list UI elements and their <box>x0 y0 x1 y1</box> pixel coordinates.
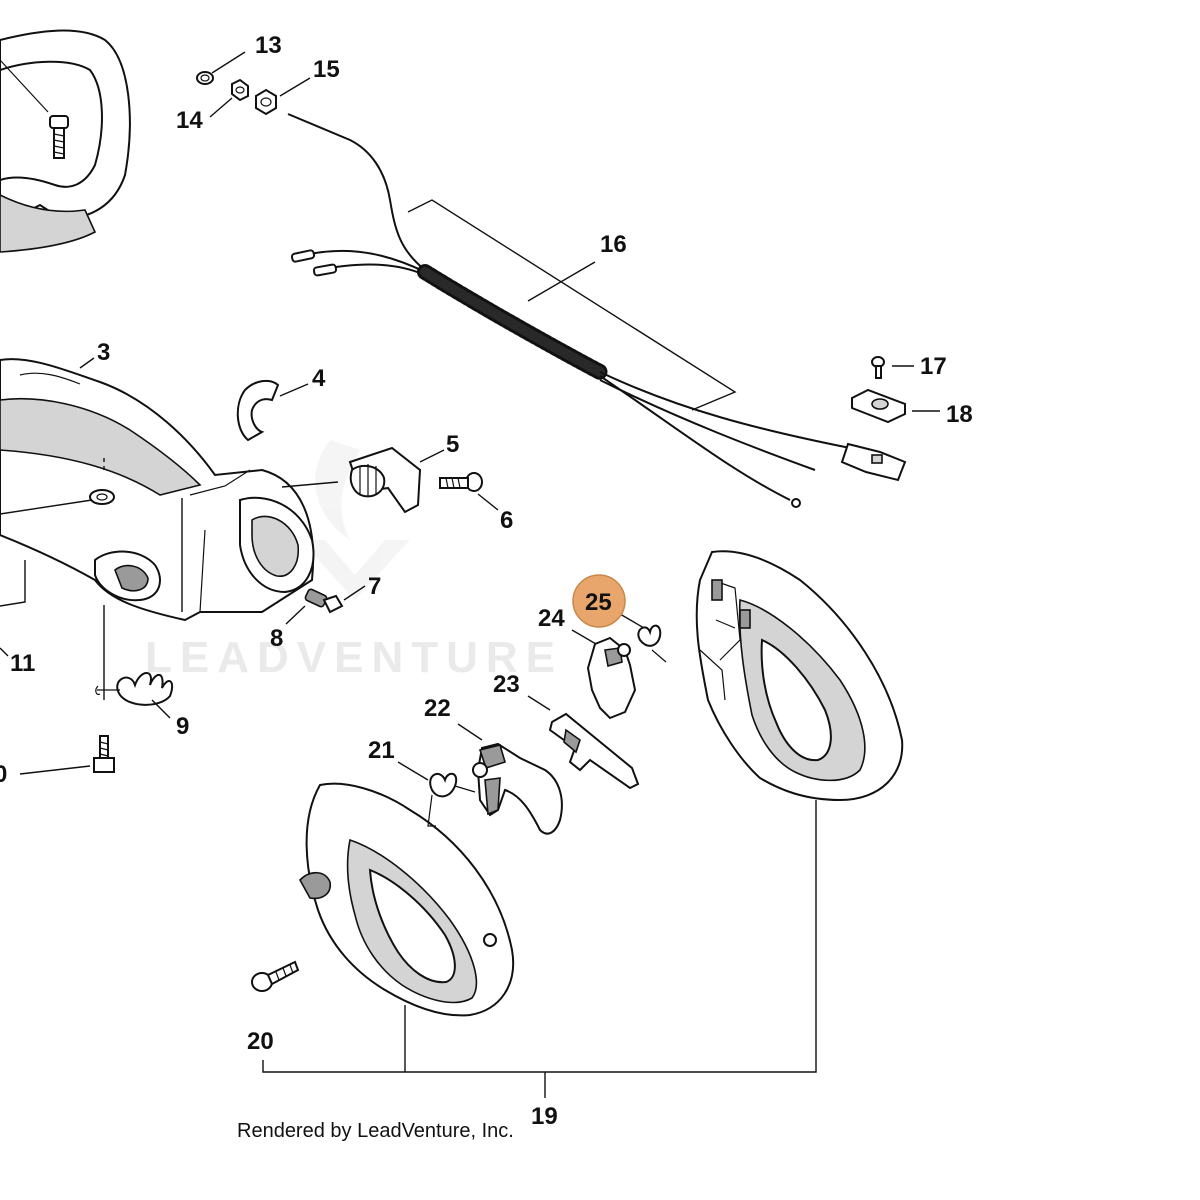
callout-8[interactable]: 8 <box>270 625 283 652</box>
callout-11[interactable]: 11 <box>10 650 35 677</box>
part-24-lockout <box>586 636 637 720</box>
part-22-trigger <box>472 742 563 835</box>
callout-3[interactable]: 3 <box>97 339 110 366</box>
callout-19[interactable]: 19 <box>531 1103 558 1130</box>
part-5-switch <box>348 446 422 514</box>
part-16-wire-harness <box>287 113 907 508</box>
handle-loop-part <box>0 29 131 253</box>
part-20-screw <box>251 960 300 992</box>
callout-7[interactable]: 7 <box>368 573 381 600</box>
callout-9[interactable]: 9 <box>176 713 189 740</box>
callout-21[interactable]: 21 <box>368 737 395 764</box>
part-17-screw <box>871 356 885 379</box>
callout-6[interactable]: 6 <box>500 507 513 534</box>
callout-23[interactable]: 23 <box>493 671 520 698</box>
part-9-spring <box>95 672 174 706</box>
part-3-main-housing <box>0 358 315 622</box>
highlight-marker-25[interactable] <box>572 574 626 628</box>
watermark-logo <box>300 440 410 600</box>
watermark-text: LEADVENTURE <box>145 633 563 682</box>
callout-17[interactable]: 17 <box>920 353 947 380</box>
part-14-nut <box>231 78 249 102</box>
callout-5[interactable]: 5 <box>446 431 459 458</box>
callout-10[interactable]: 0 <box>0 761 7 788</box>
callout-20[interactable]: 20 <box>247 1028 274 1055</box>
credit-text: Rendered by LeadVenture, Inc. <box>237 1120 514 1142</box>
part-13-bushing <box>196 71 214 85</box>
part-15-nut <box>255 88 277 116</box>
part-19-cover-right <box>695 550 904 802</box>
part-4-clip <box>236 379 280 442</box>
callout-22[interactable]: 22 <box>424 695 451 722</box>
callout-16[interactable]: 16 <box>600 231 627 258</box>
part-21-spring <box>427 772 476 827</box>
callout-13[interactable]: 13 <box>255 32 282 59</box>
callout-4[interactable]: 4 <box>312 365 326 392</box>
callout-25[interactable]: 25 <box>585 589 612 616</box>
part-18-bracket <box>851 388 906 424</box>
part-19-cover-left <box>299 782 515 1017</box>
callout-15[interactable]: 15 <box>313 56 340 83</box>
handle-screw <box>49 115 69 159</box>
part-8-pin <box>304 588 328 608</box>
part-10-bolt <box>93 735 115 773</box>
callout-18[interactable]: 18 <box>946 401 973 428</box>
part-6-screw <box>439 472 483 492</box>
part-7-cap <box>322 594 344 614</box>
callout-24[interactable]: 24 <box>538 605 565 632</box>
part-25-spring <box>637 624 667 663</box>
callout-14[interactable]: 14 <box>176 107 203 134</box>
part-23-lever <box>548 712 640 790</box>
